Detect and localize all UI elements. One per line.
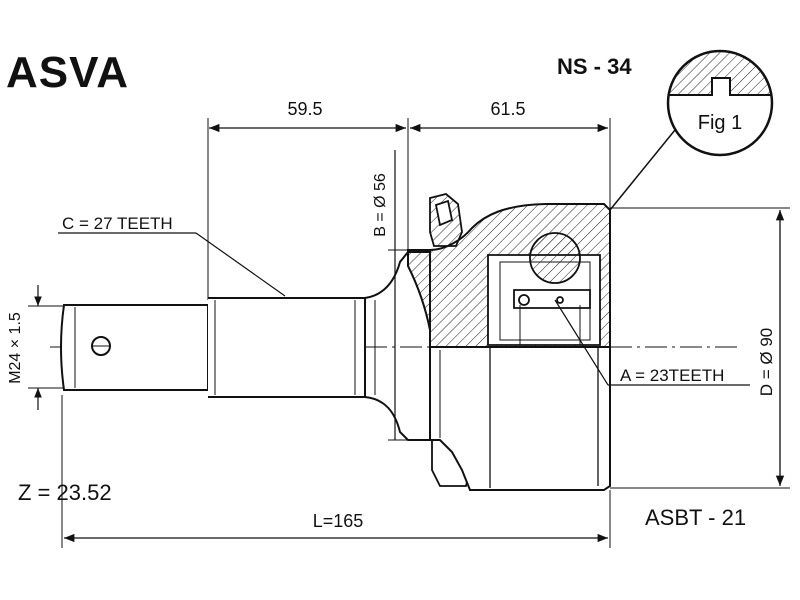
seal-ring (429, 193, 471, 487)
shaft-length-dim: 59.5 (287, 99, 322, 119)
inner-teeth-label: A = 23TEETH (620, 366, 724, 385)
top-dimensions: 59.5 61.5 (207, 99, 611, 300)
z-value: Z = 23.52 (18, 480, 112, 505)
part-number: NS - 34 (557, 54, 632, 79)
shaft (60, 251, 431, 441)
thread-label: M24 × 1.5 (7, 312, 24, 384)
total-length-label: L=165 (313, 511, 364, 531)
body-length-dim: 61.5 (490, 99, 525, 119)
boot-code: ASBT - 21 (645, 505, 747, 530)
ball-cage (487, 232, 601, 346)
total-length-dim: L=165 (61, 395, 611, 548)
outer-diameter-dim: D = Ø 90 (610, 207, 790, 489)
outer-diameter-label: D = Ø 90 (757, 328, 776, 397)
outer-teeth-callout: C = 27 TEETH (58, 214, 286, 297)
outer-teeth-label: C = 27 TEETH (62, 214, 173, 233)
fig1-label: Fig 1 (698, 112, 742, 134)
fig1-detail: Fig 1 (609, 49, 774, 211)
inner-teeth-callout: A = 23TEETH (554, 299, 750, 386)
brand-logo: ASVA (6, 48, 129, 97)
thread-dim: M24 × 1.5 (7, 285, 64, 410)
seal-diameter-label: B = Ø 56 (372, 173, 389, 237)
